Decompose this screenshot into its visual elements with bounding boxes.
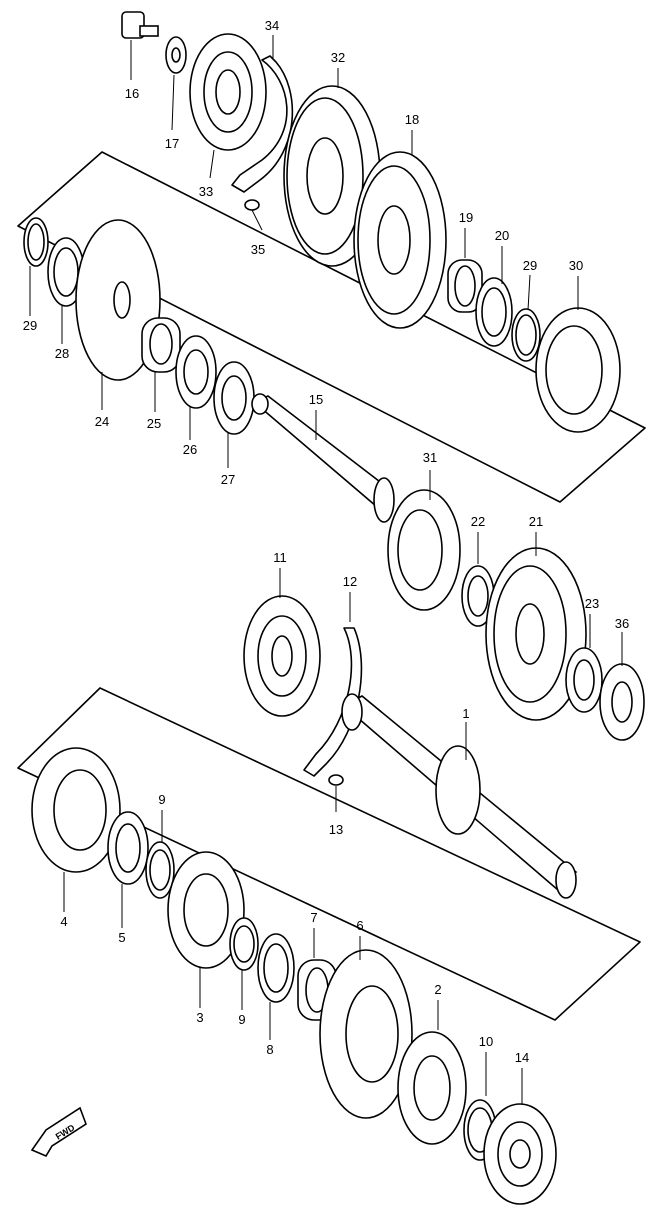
label-33: 33 bbox=[199, 184, 213, 199]
countershaft-group-outline bbox=[17, 151, 646, 503]
driveshaft-part-1 bbox=[341, 693, 578, 899]
bushing-part-25 bbox=[141, 317, 181, 412]
bushing-part-22 bbox=[461, 532, 495, 627]
bearing-part-11 bbox=[243, 568, 321, 717]
circlip-part-29-upper bbox=[511, 274, 541, 362]
bearing-part-36 bbox=[599, 632, 645, 741]
label-23: 23 bbox=[585, 596, 599, 611]
gear-part-24 bbox=[75, 219, 161, 410]
bushing-part-19 bbox=[447, 228, 483, 313]
label-8: 8 bbox=[266, 1042, 273, 1057]
screw-part-35 bbox=[244, 199, 263, 231]
label-25: 25 bbox=[147, 416, 161, 431]
label-1: 1 bbox=[462, 706, 469, 721]
label-26: 26 bbox=[183, 442, 197, 457]
washer-part-20 bbox=[475, 246, 513, 347]
label-9-lower: 9 bbox=[238, 1012, 245, 1027]
gear-part-3 bbox=[167, 851, 245, 1008]
label-17: 17 bbox=[165, 136, 179, 151]
label-18: 18 bbox=[405, 112, 419, 127]
label-19: 19 bbox=[459, 210, 473, 225]
washer-part-5 bbox=[107, 811, 149, 928]
label-7: 7 bbox=[310, 910, 317, 925]
label-22: 22 bbox=[471, 514, 485, 529]
label-36: 36 bbox=[615, 616, 629, 631]
circlip-part-9-upper bbox=[145, 810, 175, 899]
lockwasher-part-27 bbox=[213, 361, 255, 468]
gear-part-18 bbox=[353, 130, 447, 329]
label-29-left: 29 bbox=[23, 318, 37, 333]
bolt-part-16 bbox=[121, 11, 159, 80]
driveshaft-group-outline bbox=[17, 687, 641, 1021]
label-5: 5 bbox=[118, 930, 125, 945]
circlip-part-29-left bbox=[23, 217, 49, 316]
label-9-upper: 9 bbox=[158, 792, 165, 807]
label-29-upper: 29 bbox=[523, 258, 537, 273]
label-24: 24 bbox=[95, 414, 109, 429]
countershaft-part-15 bbox=[251, 393, 395, 523]
label-30: 30 bbox=[569, 258, 583, 273]
gear-part-21 bbox=[485, 532, 587, 721]
lockwasher-part-26 bbox=[175, 335, 217, 440]
label-16: 16 bbox=[125, 86, 139, 101]
retainer-part-34 bbox=[231, 35, 294, 193]
bearing-part-14 bbox=[483, 1068, 557, 1205]
label-2: 2 bbox=[434, 982, 441, 997]
gear-part-31 bbox=[387, 470, 461, 611]
label-12: 12 bbox=[343, 574, 357, 589]
label-21: 21 bbox=[529, 514, 543, 529]
forward-arrow-icon: FWD bbox=[30, 1106, 87, 1158]
gear-part-30 bbox=[535, 276, 621, 433]
label-32: 32 bbox=[331, 50, 345, 65]
label-10: 10 bbox=[479, 1034, 493, 1049]
label-20: 20 bbox=[495, 228, 509, 243]
washer-part-8 bbox=[257, 933, 295, 1040]
label-15: 15 bbox=[309, 392, 323, 407]
label-31: 31 bbox=[423, 450, 437, 465]
label-4: 4 bbox=[60, 914, 67, 929]
gear-part-2 bbox=[397, 1000, 467, 1145]
washer-part-17 bbox=[165, 36, 187, 131]
bearing-part-33 bbox=[189, 33, 267, 179]
label-35: 35 bbox=[251, 242, 265, 257]
label-13: 13 bbox=[329, 822, 343, 837]
washer-part-23 bbox=[565, 614, 603, 713]
screw-part-13 bbox=[328, 774, 344, 812]
gear-part-4 bbox=[31, 747, 121, 912]
label-14: 14 bbox=[515, 1050, 529, 1065]
label-3: 3 bbox=[196, 1010, 203, 1025]
label-11: 11 bbox=[273, 550, 287, 565]
gear-part-32 bbox=[283, 68, 381, 267]
label-27: 27 bbox=[221, 472, 235, 487]
circlip-part-9-lower bbox=[229, 917, 259, 1010]
retainer-part-12 bbox=[303, 592, 363, 777]
label-34: 34 bbox=[265, 18, 279, 33]
label-28: 28 bbox=[55, 346, 69, 361]
gear-part-6 bbox=[319, 936, 413, 1119]
label-6: 6 bbox=[356, 918, 363, 933]
